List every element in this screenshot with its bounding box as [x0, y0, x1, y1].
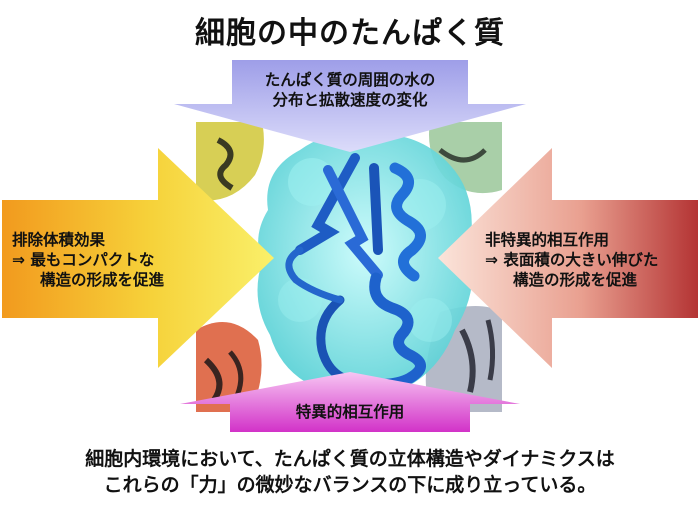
- bottom-arrow-label: 特異的相互作用: [295, 403, 405, 421]
- protein-ribbon: [285, 153, 426, 390]
- right-arrow-label: 非特異的相互作用 ⇒ 表面積の大きい伸びた 構造の形成を促進: [485, 230, 695, 290]
- right-arrow-line-3: 構造の形成を促進: [513, 271, 638, 289]
- caption-line-1: 細胞内環境において、たんぱく質の立体構造やダイナミクスは: [85, 448, 615, 470]
- top-arrow-line-1: たんぱく質の周囲の水の: [264, 71, 436, 89]
- caption: 細胞内環境において、たんぱく質の立体構造やダイナミクスは これらの「力」の微妙な…: [0, 446, 700, 498]
- left-arrow-label: 排除体積効果 ⇒ 最もコンパクトな 構造の形成を促進: [12, 230, 212, 290]
- top-arrow-line-2: 分布と拡散速度の変化: [272, 91, 428, 109]
- bottom-arrow: [180, 372, 520, 432]
- left-arrow-line-1: 排除体積効果: [12, 231, 106, 249]
- left-arrow-line-3: 構造の形成を促進: [40, 271, 165, 289]
- crowder-yellow: [196, 122, 264, 201]
- page-title: 細胞の中のたんぱく質: [195, 16, 505, 51]
- caption-line-2: これらの「力」の微妙なバランスの下に成り立っている。: [103, 474, 597, 496]
- top-arrow: [174, 60, 526, 152]
- left-arrow-line-2: ⇒ 最もコンパクトな: [12, 251, 155, 269]
- right-arrow-line-1: 非特異的相互作用: [485, 231, 610, 249]
- right-arrow-line-2: ⇒ 表面積の大きい伸びた: [485, 251, 659, 269]
- left-arrow: [2, 148, 274, 368]
- top-arrow-label: たんぱく質の周囲の水の 分布と拡散速度の変化: [225, 70, 475, 110]
- right-arrow: [438, 148, 698, 368]
